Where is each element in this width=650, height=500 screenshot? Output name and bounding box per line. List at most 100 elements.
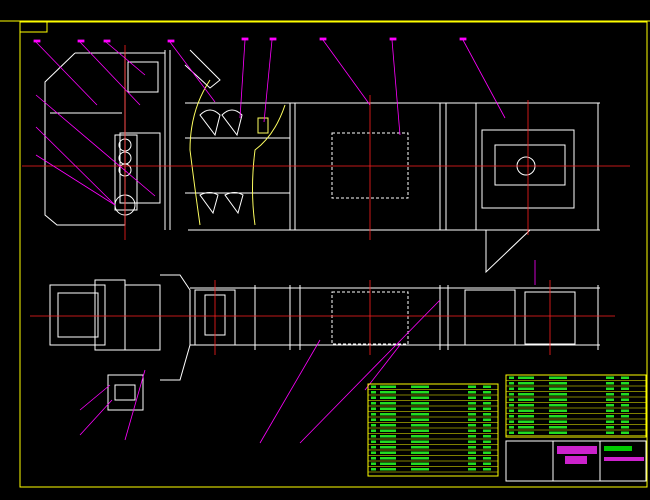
parts-list-cell-mark bbox=[483, 457, 491, 460]
parts-list-cell-mark bbox=[606, 382, 614, 385]
parts-list-cell-mark bbox=[411, 457, 429, 460]
parts-list-cell-mark bbox=[621, 404, 629, 407]
parts-list-cell-mark bbox=[549, 409, 567, 412]
parts-list-cell-mark bbox=[411, 446, 429, 449]
elevation-view bbox=[44, 49, 600, 274]
title-block bbox=[505, 440, 647, 482]
parts-list-left bbox=[367, 383, 499, 477]
centerlines bbox=[22, 45, 630, 355]
parts-list-cell-mark bbox=[483, 462, 491, 465]
parts-list-cell-mark bbox=[621, 426, 629, 429]
parts-list-cell-mark bbox=[606, 415, 614, 418]
parts-list-cell-mark bbox=[549, 415, 567, 418]
parts-list-cell-mark bbox=[509, 393, 514, 396]
parts-list-cell-mark bbox=[509, 387, 514, 390]
parts-list-cell-mark bbox=[371, 429, 376, 432]
parts-list-cell-mark bbox=[411, 402, 429, 405]
parts-list-cell-mark bbox=[371, 451, 376, 454]
parts-list-cell-mark bbox=[380, 413, 396, 416]
parts-list-cell-mark bbox=[483, 418, 491, 421]
parts-list-cell-mark bbox=[483, 446, 491, 449]
parts-list-cell-mark bbox=[411, 396, 429, 399]
parts-list-cell-mark bbox=[380, 451, 396, 454]
parts-list-cell-mark bbox=[411, 418, 429, 421]
parts-list-cell-mark bbox=[518, 415, 534, 418]
parts-list-cell-mark bbox=[606, 404, 614, 407]
parts-list-cell-mark bbox=[380, 446, 396, 449]
parts-list-cell-mark bbox=[483, 435, 491, 438]
parts-list-cell-mark bbox=[518, 404, 534, 407]
parts-list-cell-mark bbox=[371, 457, 376, 460]
parts-list-cell-mark bbox=[371, 385, 376, 388]
parts-list-cell-mark bbox=[518, 431, 534, 434]
parts-list-cell-mark bbox=[380, 468, 396, 471]
parts-list-cell-mark bbox=[380, 435, 396, 438]
parts-list-cell-mark bbox=[509, 404, 514, 407]
parts-list-cell-mark bbox=[483, 429, 491, 432]
parts-list-cell-mark bbox=[606, 426, 614, 429]
parts-list-cell-mark bbox=[468, 418, 476, 421]
parts-list-cell-mark bbox=[549, 387, 567, 390]
parts-list-cell-mark bbox=[549, 376, 567, 379]
parts-list-cell-mark bbox=[509, 431, 514, 434]
parts-list-cell-mark bbox=[371, 407, 376, 410]
parts-list-cell-mark bbox=[468, 435, 476, 438]
parts-list-cell-mark bbox=[380, 457, 396, 460]
parts-list-cell-mark bbox=[468, 451, 476, 454]
parts-list-cell-mark bbox=[468, 462, 476, 465]
parts-list-cell-mark bbox=[518, 393, 534, 396]
parts-list-cell-mark bbox=[483, 402, 491, 405]
parts-list-cell-mark bbox=[621, 409, 629, 412]
parts-list-cell-mark bbox=[468, 424, 476, 427]
parts-list-cell-mark bbox=[380, 402, 396, 405]
parts-list-cell-mark bbox=[411, 407, 429, 410]
parts-list-cell-mark bbox=[518, 382, 534, 385]
parts-list-cell-mark bbox=[468, 402, 476, 405]
parts-list-cell-mark bbox=[549, 404, 567, 407]
parts-list-cell-mark bbox=[411, 435, 429, 438]
parts-list-cell-mark bbox=[411, 413, 429, 416]
parts-list-cell-mark bbox=[411, 385, 429, 388]
parts-list-cell-mark bbox=[371, 446, 376, 449]
parts-list-cell-mark bbox=[371, 402, 376, 405]
parts-list-cell-mark bbox=[411, 391, 429, 394]
parts-list-cell-mark bbox=[380, 440, 396, 443]
parts-list-cell-mark bbox=[468, 396, 476, 399]
parts-list-cell-mark bbox=[380, 418, 396, 421]
parts-list-cell-mark bbox=[621, 376, 629, 379]
parts-list-cell-mark bbox=[371, 435, 376, 438]
parts-list-cell-mark bbox=[483, 440, 491, 443]
parts-list-cell-mark bbox=[483, 468, 491, 471]
parts-list-cell-mark bbox=[371, 440, 376, 443]
parts-list-cell-mark bbox=[411, 462, 429, 465]
parts-list-cell-mark bbox=[468, 413, 476, 416]
parts-list-cell-mark bbox=[380, 462, 396, 465]
parts-list-cell-mark bbox=[380, 396, 396, 399]
parts-list-cell-mark bbox=[380, 391, 396, 394]
parts-list-cell-mark bbox=[380, 424, 396, 427]
parts-list-cell-mark bbox=[371, 424, 376, 427]
parts-list-cell-mark bbox=[549, 393, 567, 396]
parts-list-cell-mark bbox=[621, 431, 629, 434]
parts-list-cell-mark bbox=[606, 376, 614, 379]
parts-list-cell-mark bbox=[380, 385, 396, 388]
parts-list-cell-mark bbox=[606, 431, 614, 434]
parts-list-cell-mark bbox=[606, 398, 614, 401]
parts-list-cell-mark bbox=[380, 407, 396, 410]
parts-list-cell-mark bbox=[518, 420, 534, 423]
parts-list-cell-mark bbox=[411, 440, 429, 443]
parts-list-cell-mark bbox=[483, 396, 491, 399]
parts-list-cell-mark bbox=[549, 382, 567, 385]
parts-list-cell-mark bbox=[509, 426, 514, 429]
parts-list-cell-mark bbox=[621, 398, 629, 401]
plan-view bbox=[49, 274, 600, 411]
hidden-lines bbox=[189, 79, 286, 226]
parts-list-cell-mark bbox=[468, 385, 476, 388]
parts-list-cell-mark bbox=[468, 440, 476, 443]
parts-list-cell-mark bbox=[549, 398, 567, 401]
parts-list-cell-mark bbox=[468, 457, 476, 460]
parts-list-cell-mark bbox=[468, 391, 476, 394]
parts-list-cell-mark bbox=[483, 385, 491, 388]
parts-list-cell-mark bbox=[549, 431, 567, 434]
